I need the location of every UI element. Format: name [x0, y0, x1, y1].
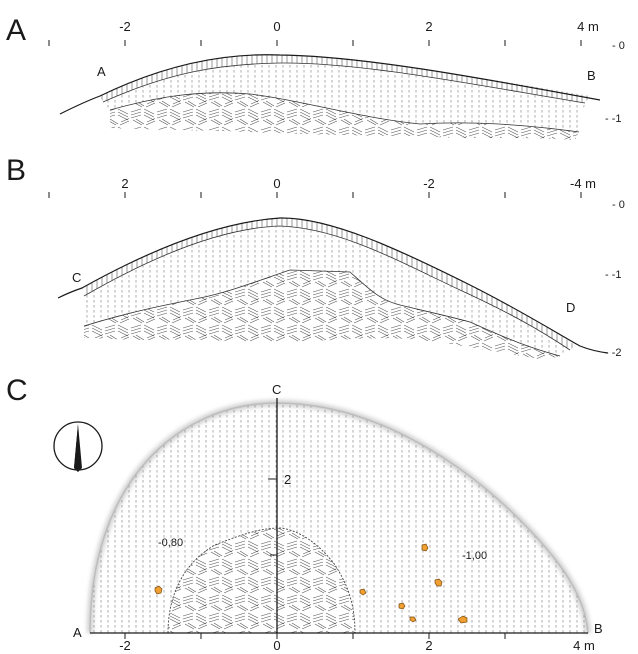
panel-a-surface-line	[59, 54, 601, 115]
panel-c-trench-outline	[89, 402, 589, 634]
panel-a-section: A -2 0 2 4 m A B - 0 - -1	[6, 14, 625, 140]
panel-b-topsoil-boundary	[83, 225, 571, 351]
panel-c-axis-label-2: 2	[425, 638, 432, 653]
panel-a-point-a: A	[97, 64, 106, 79]
panel-b-axis-label-0: 0	[273, 176, 280, 191]
find-marker	[359, 588, 367, 596]
panel-b-top-axis	[48, 192, 582, 198]
panel-a-depth-0: - 0	[612, 40, 625, 52]
panel-b-depth-2: - -2	[605, 347, 622, 359]
panel-c-point-c: C	[272, 382, 281, 397]
panel-c-plan: C 2 -2 0 2 4 m C A B -0,80 -1,00	[6, 374, 603, 653]
find-marker	[457, 615, 468, 624]
panel-a-letter: A	[6, 14, 26, 47]
panel-a-axis-label-4m: 4 m	[577, 19, 599, 34]
panel-c-letter: C	[6, 374, 28, 407]
panel-b-fill-layer	[84, 226, 570, 356]
panel-c-point-b: B	[594, 621, 603, 636]
panel-c-axis-label-neg2: -2	[119, 638, 131, 653]
panel-b-bedrock-layer	[84, 270, 560, 360]
panel-c-point-a: A	[73, 625, 82, 640]
panel-c-elevation-left: -0,80	[158, 537, 183, 549]
panel-c-elevation-right: -1,00	[462, 550, 487, 562]
panel-a-depth-1: - -1	[605, 113, 622, 125]
panel-b-point-c: C	[72, 270, 81, 285]
panel-a-top-axis	[48, 40, 582, 46]
panel-b-section: B 2 0 -2 -4 m C D - 0 - -1 - -2	[6, 154, 625, 360]
panel-a-bedrock-layer	[110, 92, 579, 140]
panel-b-bedrock-boundary	[83, 269, 561, 357]
panel-c-vertical-axis-label: 2	[284, 472, 291, 487]
panel-c-axis-label-4m: 4 m	[573, 638, 595, 653]
panel-a-topsoil-boundary	[102, 62, 586, 104]
panel-a-point-b: B	[587, 68, 596, 83]
panel-b-axis-label-2: 2	[121, 176, 128, 191]
panel-b-surface-line	[57, 217, 609, 354]
panel-b-axis-label-neg2: -2	[423, 176, 435, 191]
panel-c-axis-label-0: 0	[273, 638, 280, 653]
panel-a-fill-layer	[103, 62, 585, 132]
find-marker	[434, 578, 443, 587]
panel-b-letter: B	[6, 154, 26, 187]
find-marker	[421, 543, 429, 552]
panel-a-axis-label-neg2: -2	[119, 19, 131, 34]
panel-b-depth-0: - 0	[612, 199, 625, 211]
find-marker	[154, 585, 163, 595]
panel-a-axis-label-2: 2	[425, 19, 432, 34]
panel-a-bedrock-boundary	[109, 92, 580, 133]
panel-b-axis-label-neg4m: -4 m	[570, 176, 596, 191]
panel-b-point-d: D	[566, 300, 575, 315]
find-marker	[409, 616, 417, 623]
find-marker	[398, 602, 406, 610]
north-arrow-icon	[53, 421, 103, 472]
panel-b-depth-1: - -1	[605, 269, 622, 281]
panel-a-axis-label-0: 0	[273, 19, 280, 34]
panel-c-bottom-axis	[124, 633, 506, 639]
panel-c-bedrock-outcrop	[167, 527, 356, 634]
